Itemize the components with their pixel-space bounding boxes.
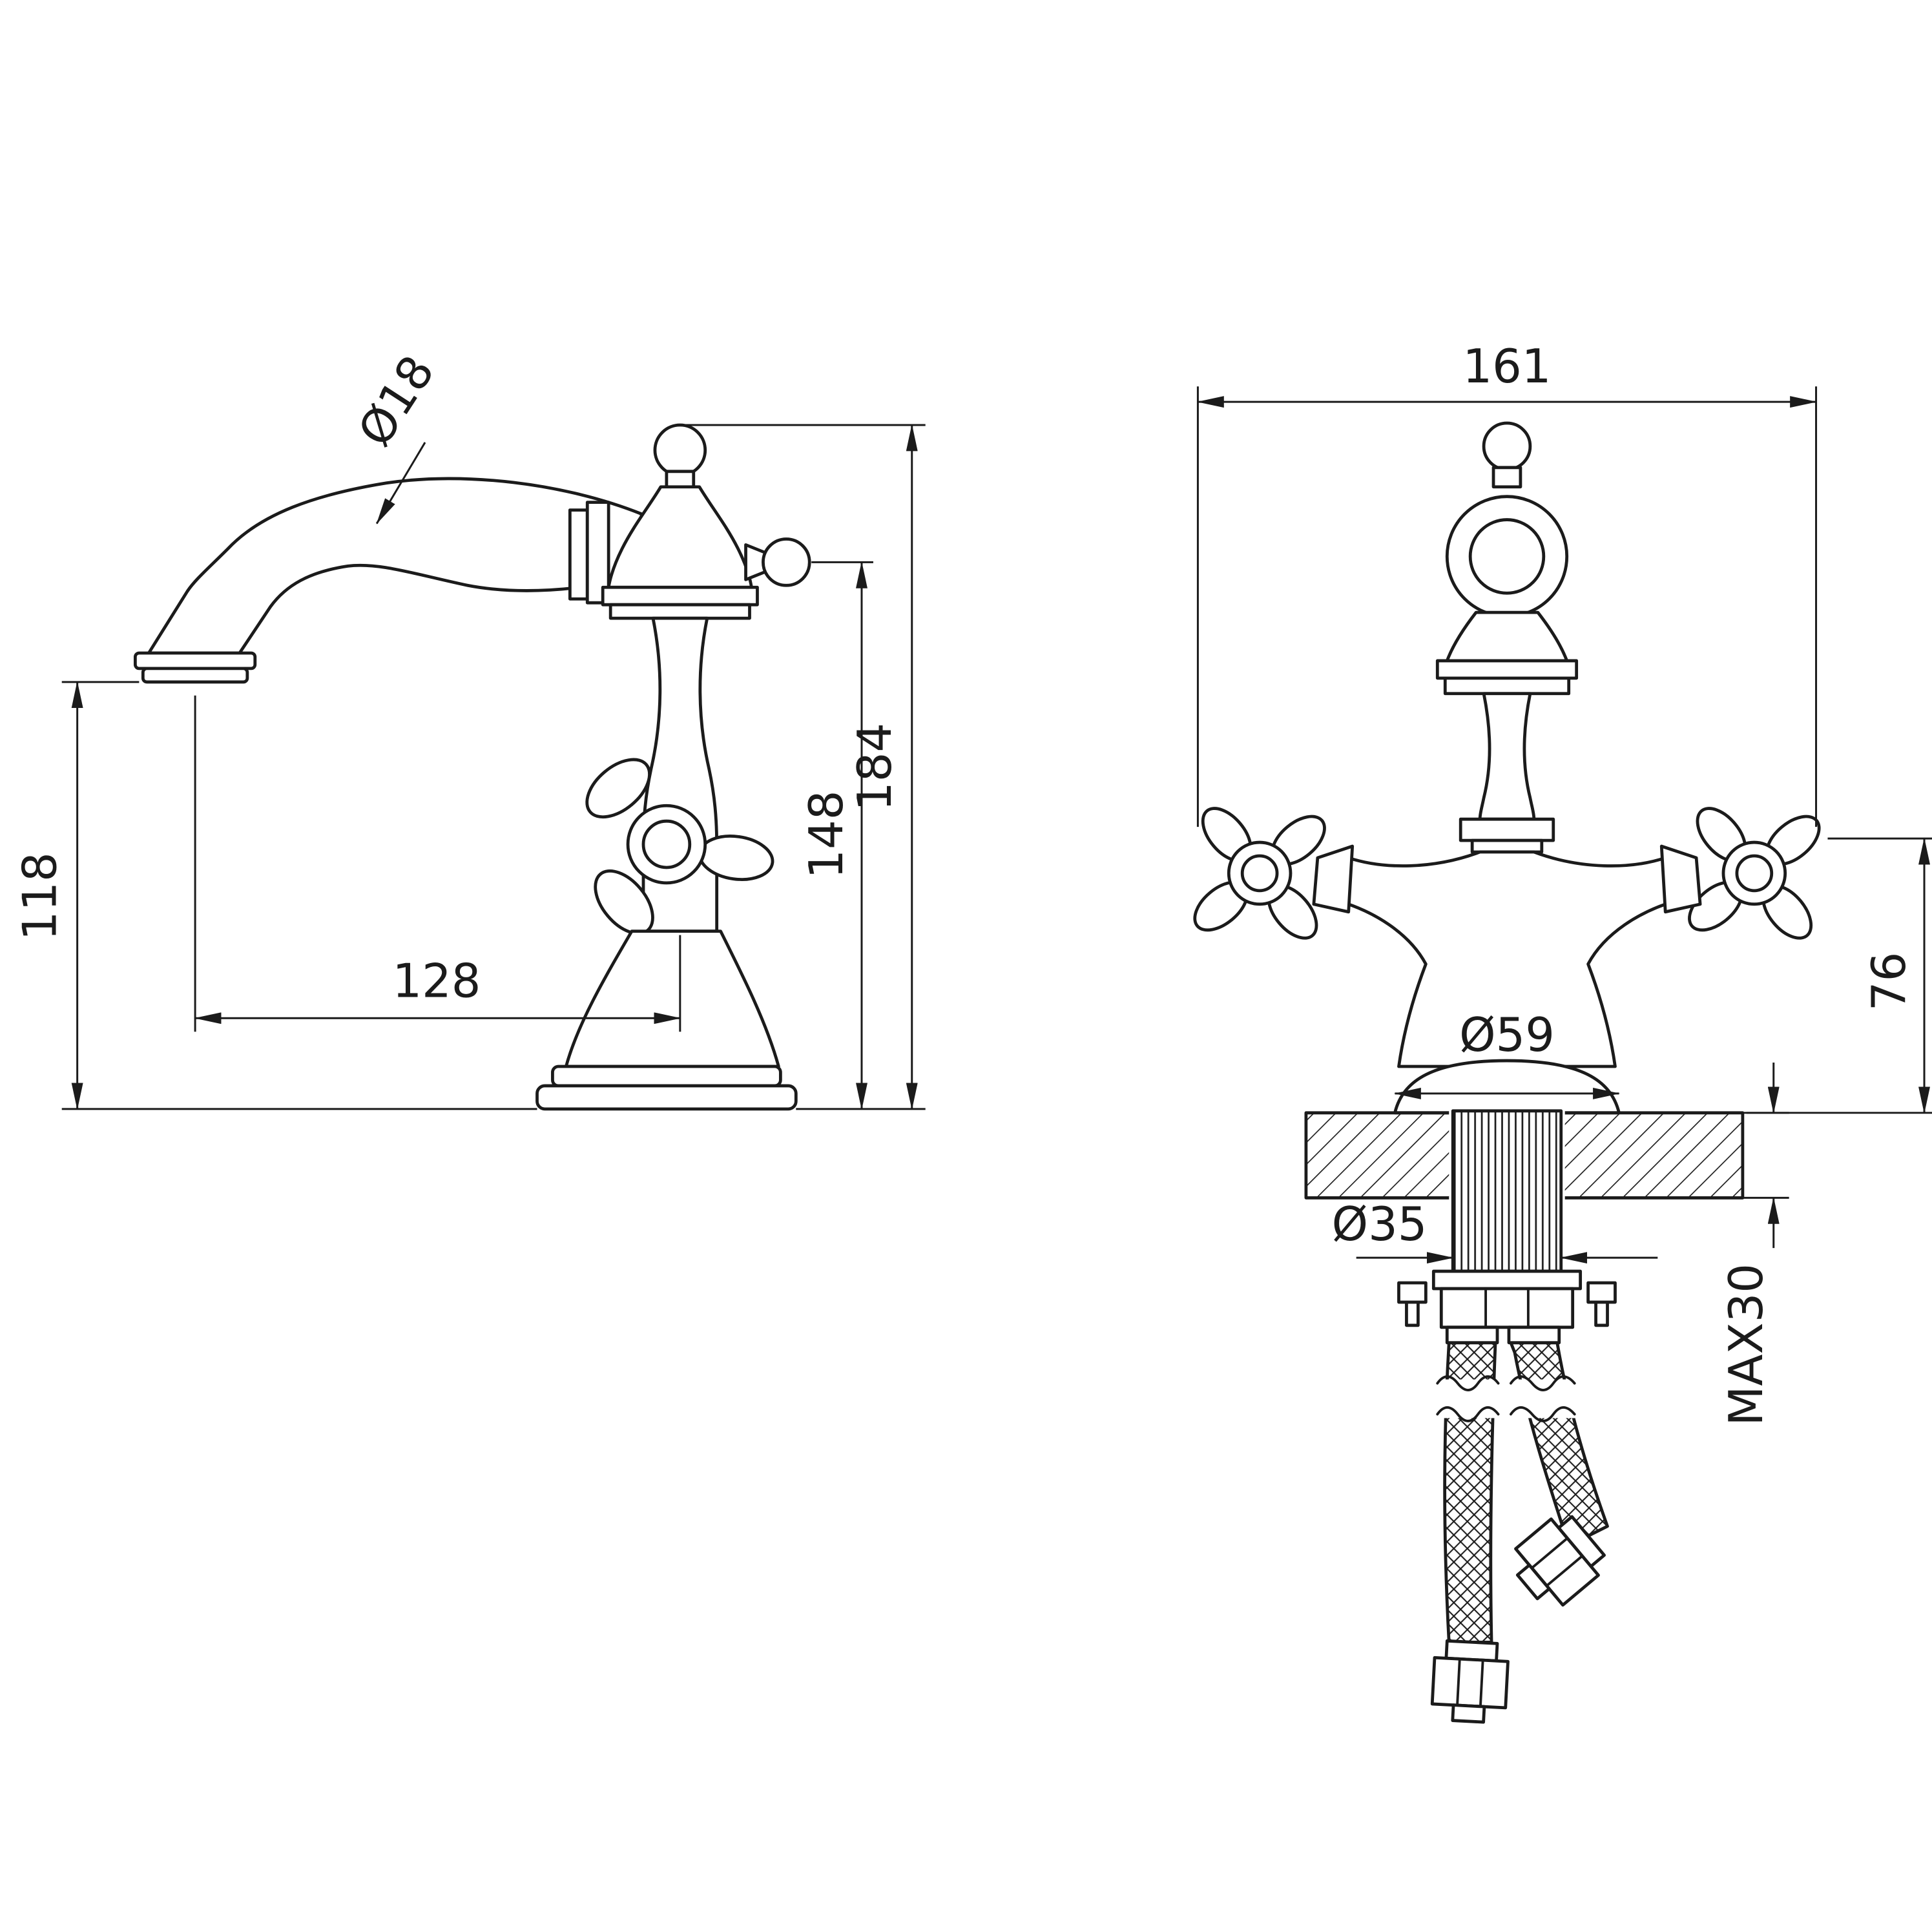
dim-184-label: 184 <box>847 723 902 811</box>
bell-rim-lower <box>608 603 751 620</box>
dim-spout-reach: 128 <box>194 695 681 1032</box>
hose-break-mark <box>1510 1375 1576 1391</box>
bell-rim-front-lower <box>1443 676 1571 696</box>
mounting-stud-left <box>1397 1281 1428 1327</box>
handle-hub-button <box>1735 854 1774 893</box>
mounting-stud-right <box>1586 1281 1617 1327</box>
hose-crimp <box>1507 1325 1561 1345</box>
column-collar-lower <box>1470 838 1544 854</box>
front-view <box>1193 421 1821 1724</box>
base-flange-lower <box>535 1084 798 1111</box>
dim-clearance-under-spout: 118 <box>13 681 537 1110</box>
dim-118-label: 118 <box>13 852 67 940</box>
dim-base-diameter: Ø59 <box>1394 1008 1620 1099</box>
side-ball <box>762 537 811 587</box>
column-front <box>1478 692 1536 821</box>
cross-handle-left <box>1193 807 1326 940</box>
hose-nut-right <box>1514 1515 1606 1607</box>
shank-washer <box>1431 1269 1583 1291</box>
head <box>601 423 811 620</box>
hose-crimp <box>1445 1325 1499 1345</box>
threaded-shank <box>1451 1109 1563 1273</box>
hose-nut-left <box>1430 1639 1510 1724</box>
dim-handle-height: 76 <box>1746 837 1932 1114</box>
dim-76-label: 76 <box>1862 952 1916 1011</box>
dim-35-label: Ø35 <box>1332 1197 1428 1251</box>
dim-161-label: 161 <box>1462 339 1551 393</box>
bell-rim-front <box>1435 659 1579 680</box>
dim-overall-height: 184 <box>680 424 926 1110</box>
spout-collar-flange <box>585 501 610 605</box>
base-flange-upper <box>551 1065 782 1088</box>
finial-ball-front <box>1482 421 1532 472</box>
side-view-dimensions: Ø18 118 128 148 184 <box>13 346 926 1110</box>
handle-hub-button <box>1240 854 1279 893</box>
dim-148-label: 148 <box>799 791 853 879</box>
column-collar <box>1459 817 1555 842</box>
spout-ring-inner <box>1468 518 1546 595</box>
dim-spout-height: 148 <box>799 561 873 1110</box>
hose-break-mark <box>1436 1406 1500 1422</box>
supply-hose-right <box>1507 1325 1609 1607</box>
hose-break-mark <box>1436 1375 1500 1391</box>
dim-59-label: Ø59 <box>1459 1008 1555 1062</box>
bell-rim <box>601 585 759 607</box>
handle-cone-right <box>1659 844 1702 914</box>
dim-overall-width: 161 <box>1196 339 1818 827</box>
finial-stem-front <box>1491 466 1522 489</box>
spout <box>133 477 643 684</box>
handle-hub-button <box>641 819 692 869</box>
spout-collar-ring <box>568 508 589 601</box>
spout-outlet-lip <box>141 667 249 684</box>
handle-cone-left <box>1312 844 1355 914</box>
supply-hose-left <box>1430 1325 1510 1724</box>
cross-handle-right <box>1688 807 1821 940</box>
finial-ball <box>653 423 707 477</box>
front-view-dimensions: 161 Ø59 Ø35 MAX30 76 <box>1196 339 1932 1426</box>
dim-shank-diameter: Ø35 <box>1332 1197 1658 1264</box>
handle-lobe <box>585 758 651 819</box>
side-view <box>133 423 811 1111</box>
dim-max30-label: MAX30 <box>1719 1263 1773 1426</box>
hose-break-mark <box>1510 1406 1576 1422</box>
dim-128-label: 128 <box>392 953 481 1008</box>
lock-nut <box>1439 1287 1575 1329</box>
spout-outlet-rim <box>133 651 257 670</box>
